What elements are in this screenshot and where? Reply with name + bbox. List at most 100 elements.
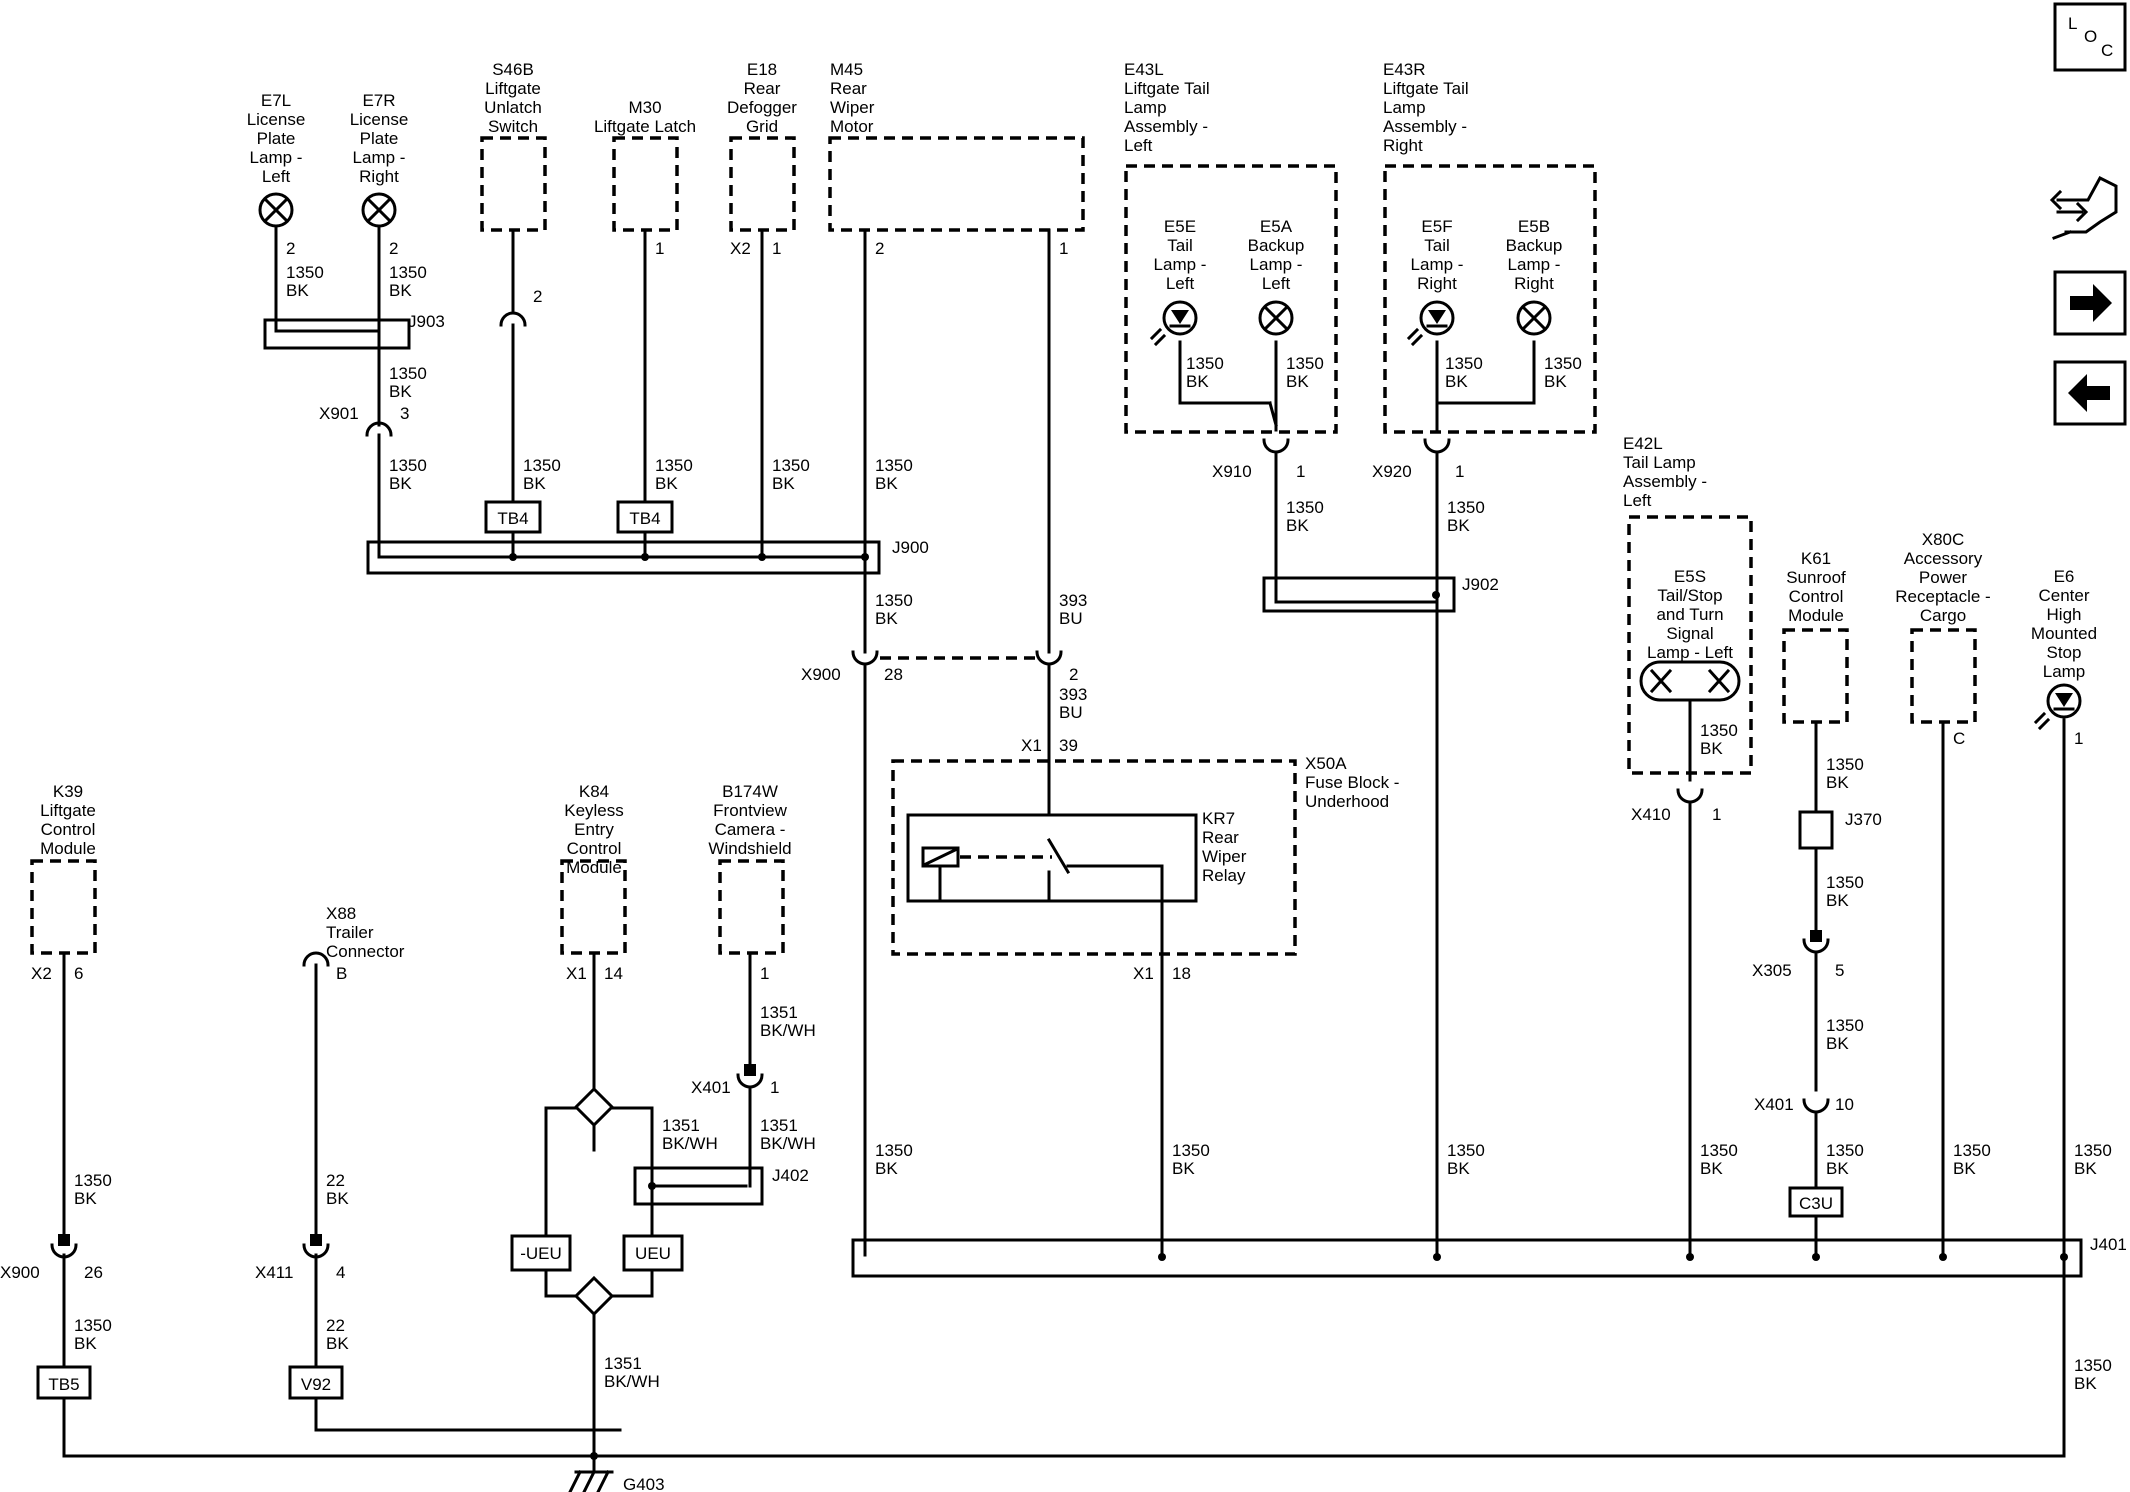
svg-text:1350: 1350 [1700,1141,1738,1160]
label-j903: J903 [408,312,445,331]
connector-tool-icon[interactable] [2049,176,2118,240]
svg-text:BU: BU [1059,609,1083,628]
svg-text:1350: 1350 [1286,354,1324,373]
loc-button[interactable]: L O C [2053,2,2127,72]
svg-text:2: 2 [389,239,398,258]
svg-text:1350: 1350 [1172,1141,1210,1160]
splice-packs [263,318,2083,1460]
tag-tb4: TB4 [497,509,528,528]
svg-text:BK: BK [1826,773,1849,792]
svg-text:BK: BK [1826,1034,1849,1053]
svg-text:1350: 1350 [875,456,913,475]
pin-1: 1 [772,239,781,258]
svg-text:BK: BK [875,1159,898,1178]
svg-text:1350: 1350 [1953,1141,1991,1160]
dual-bulb-icon [1639,660,1741,702]
svg-text:BK: BK [326,1189,349,1208]
svg-text:1350: 1350 [2074,1356,2112,1375]
pin-1: 1 [655,239,664,258]
svg-text:1350: 1350 [1447,498,1485,517]
box-b174w [718,859,785,955]
wires [62,224,2066,1474]
svg-text:1351: 1351 [760,1003,798,1022]
svg-text:BK/WH: BK/WH [662,1134,718,1153]
arrow-left-icon[interactable] [2053,360,2127,426]
svg-text:1350: 1350 [389,364,427,383]
connector-arcs [50,311,1830,1259]
pin-1: 1 [1059,239,1068,258]
pin-1: 1 [770,1078,779,1097]
label-x1: X1 [1021,736,1042,755]
svg-text:BK: BK [1826,1159,1849,1178]
relay-kr7 [906,813,1198,903]
svg-text:1350: 1350 [1186,354,1224,373]
svg-text:1350: 1350 [875,591,913,610]
svg-text:1351: 1351 [604,1354,642,1373]
arrow-right-icon[interactable] [2053,270,2127,336]
svg-text:BK: BK [1172,1159,1195,1178]
svg-text:BU: BU [1059,703,1083,722]
svg-text:1350: 1350 [523,456,561,475]
label-x1: X1 [1133,964,1154,983]
nav-panel: L O C [2049,2,2127,426]
label-x2: X2 [730,239,751,258]
svg-text:1350: 1350 [74,1316,112,1335]
splice-j401 [851,1238,2083,1278]
svg-text:BK/WH: BK/WH [760,1134,816,1153]
svg-text:1350: 1350 [2074,1141,2112,1160]
box-k61 [1782,628,1849,724]
svg-text:1350: 1350 [1544,354,1582,373]
ground-label: G403 [623,1475,665,1492]
svg-text:BK: BK [326,1334,349,1353]
svg-text:BK: BK [74,1189,97,1208]
svg-text:1350: 1350 [772,456,810,475]
splice-j902 [1262,576,1456,613]
svg-text:BK: BK [875,609,898,628]
svg-text:1350: 1350 [655,456,693,475]
svg-text:BK: BK [523,474,546,493]
svg-text:1350: 1350 [286,263,324,282]
pin-3: 3 [400,404,409,423]
loc-letter: L [2068,14,2077,33]
svg-text:BK: BK [2074,1374,2097,1393]
tag-ueu-neg: -UEU [520,1244,562,1263]
label-j900: J900 [892,538,929,557]
label-x411: X411 [255,1263,293,1282]
label-x305: X305 [1752,961,1792,980]
pin-1: 1 [760,964,769,983]
svg-text:1350: 1350 [1826,873,1864,892]
bulb-icon [258,192,294,228]
svg-text:1351: 1351 [760,1116,798,1135]
pin-1: 1 [1712,805,1721,824]
label-x410: X410 [1631,805,1671,824]
svg-text:BK: BK [875,474,898,493]
svg-text:BK: BK [1700,739,1723,758]
svg-text:22: 22 [326,1171,345,1190]
pin-4: 4 [336,1263,345,1282]
